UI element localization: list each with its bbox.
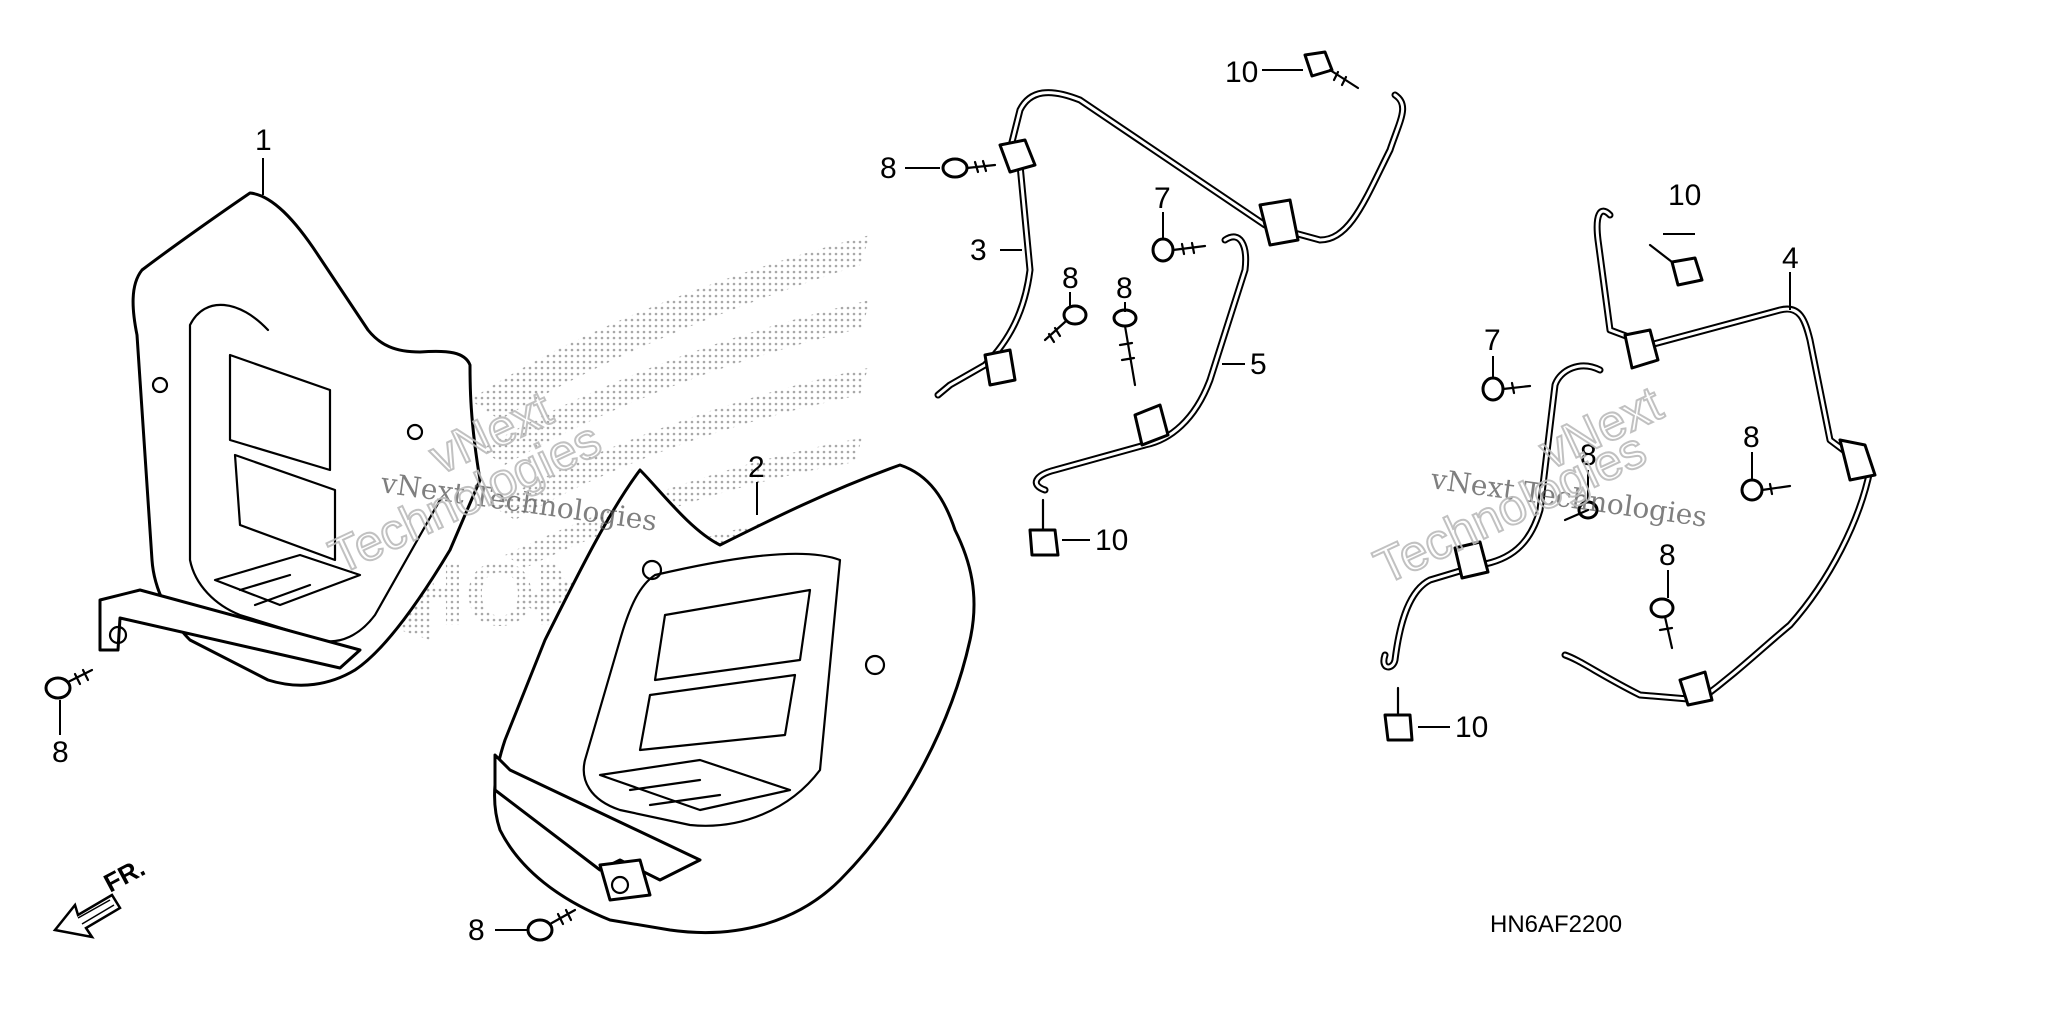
part-4-stay-rod — [1561, 207, 1877, 707]
bolt-7-a — [1151, 237, 1207, 263]
callout-bolt-10-d: 10 — [1455, 711, 1488, 744]
front-direction-label: FR. — [99, 852, 150, 898]
callout-part-5: 5 — [1250, 348, 1267, 381]
clip-9-a — [44, 668, 94, 700]
diagram-code: HN6AF2200 — [1490, 911, 1622, 938]
bolt-10-a — [1303, 50, 1360, 90]
part-5-stay-rod — [1032, 233, 1250, 494]
callout-clip-9-a: 8 — [52, 736, 69, 769]
bolt-10-b — [1028, 498, 1060, 557]
callout-clip-9-b: 8 — [468, 914, 485, 947]
bolt-10-c — [1648, 243, 1704, 287]
bolt-10-d — [1383, 686, 1414, 742]
callout-bolt-7-b: 7 — [1484, 324, 1501, 357]
watermark-right: vNext Technologies vNext Technologies — [1365, 374, 1709, 596]
bolt-8-d — [1563, 500, 1599, 522]
callout-bolt-8-c: 8 — [1116, 272, 1133, 305]
bolt-8-f — [1649, 597, 1675, 650]
callout-bolt-8-e: 8 — [1743, 421, 1760, 454]
bolt-8-b — [1043, 304, 1088, 344]
bolt-8-c — [1112, 308, 1138, 387]
clip-9-b — [526, 908, 577, 942]
callout-bolt-8-f: 8 — [1659, 539, 1676, 572]
part-2-right-guard — [493, 463, 976, 934]
part-1-left-guard — [98, 191, 482, 687]
part-4-lower-rod — [1380, 362, 1604, 671]
callout-bolt-8-d: 8 — [1580, 439, 1597, 472]
callout-part-3: 3 — [970, 234, 987, 267]
callout-bolt-10-b: 10 — [1095, 524, 1128, 557]
callout-part-1: 1 — [255, 124, 272, 157]
bolt-8-a — [941, 157, 997, 179]
callout-bolt-8-b: 8 — [1062, 262, 1079, 295]
front-direction-arrow-icon — [52, 893, 122, 939]
callout-bolt-10-a: 10 — [1225, 56, 1258, 89]
bolt-7-b — [1481, 376, 1532, 402]
callout-part-4: 4 — [1782, 242, 1799, 275]
callout-bolt-8-a: 8 — [880, 152, 897, 185]
part-3-stay-rod — [934, 89, 1407, 399]
bolt-8-e — [1740, 478, 1792, 502]
callout-part-2: 2 — [748, 451, 765, 484]
callout-bolt-7-a: 7 — [1154, 182, 1171, 215]
leader-lines — [59, 69, 1791, 931]
callout-bolt-10-c: 10 — [1668, 179, 1701, 212]
